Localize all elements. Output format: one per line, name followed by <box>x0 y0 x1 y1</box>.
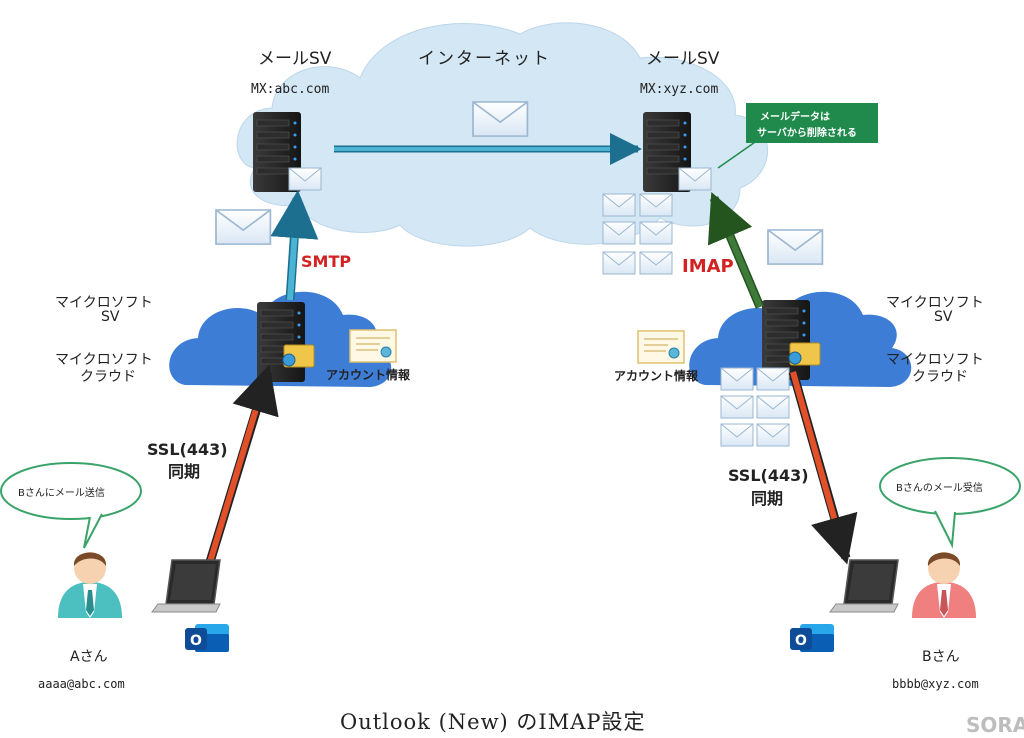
account-certificate-icon <box>349 329 397 363</box>
laptop-a-icon <box>151 559 221 613</box>
right-account-label: アカウント情報 <box>614 369 699 383</box>
left-sync-protocol: SSL(443) <box>147 440 228 459</box>
smtp-label: SMTP <box>301 252 352 271</box>
envelope-icon <box>767 229 824 265</box>
left-ms-cloud-line2: クラウド <box>80 369 136 385</box>
envelope-icon <box>215 209 272 245</box>
smtp-arrow <box>270 190 319 301</box>
note-line2: サーバから削除される <box>757 128 857 139</box>
folder-globe-icon <box>282 344 315 368</box>
left-mail-server-label: メールSV <box>258 49 332 69</box>
bubble-a-text: Bさんにメール送信 <box>18 488 105 499</box>
laptop-b-icon <box>829 559 899 613</box>
folder-globe-icon <box>788 342 821 366</box>
right-mail-server-mx: MX:xyz.com <box>640 82 719 97</box>
envelope-icon <box>472 101 529 137</box>
left-ms-sv-line2: SV <box>101 309 120 325</box>
user-a-email: aaaa@abc.com <box>38 677 125 691</box>
note-connector <box>717 139 759 169</box>
right-mail-server-label: メールSV <box>646 49 720 69</box>
speech-bubble-a <box>0 462 142 549</box>
right-sync-label: 同期 <box>751 489 784 508</box>
left-ms-server-icon <box>256 301 306 383</box>
left-ms-sv-line1: マイクロソフト <box>55 295 153 311</box>
bubble-b-text: Bさんのメール受信 <box>896 483 983 494</box>
outlook-icon <box>790 624 834 652</box>
left-account-label: アカウント情報 <box>326 368 411 382</box>
imap-label: IMAP <box>682 256 734 277</box>
right-ms-sv-line2: SV <box>934 309 953 325</box>
envelope-icon <box>288 167 322 191</box>
user-a-name: Aさん <box>70 649 108 665</box>
ssl-sync-arrow-right <box>788 370 858 565</box>
internet-label: インターネット <box>418 49 551 69</box>
right-ms-cloud-line1: マイクロソフト <box>886 352 984 368</box>
outlook-icon <box>185 624 229 652</box>
right-ms-sv-line1: マイクロソフト <box>886 295 984 311</box>
user-b-name: Bさん <box>922 649 960 665</box>
right-sync-protocol: SSL(443) <box>728 466 809 485</box>
note-line1: メールデータは <box>760 112 830 123</box>
watermark: SORA <box>966 713 1024 737</box>
ssl-sync-arrow-left <box>205 364 279 564</box>
user-b-email: bbbb@xyz.com <box>892 677 979 691</box>
note-box <box>746 103 878 143</box>
person-a-icon <box>58 552 122 618</box>
speech-bubble-b <box>879 457 1021 549</box>
account-certificate-icon <box>637 330 685 364</box>
left-mail-server-mx: MX:abc.com <box>251 82 330 97</box>
imap-arrow <box>707 191 765 309</box>
diagram-title: Outlook (New) のIMAP設定 <box>340 710 646 734</box>
right-ms-cloud-line2: クラウド <box>912 369 968 385</box>
envelope-icon <box>678 167 712 191</box>
person-b-icon <box>912 552 976 618</box>
left-sync-label: 同期 <box>168 462 201 481</box>
left-ms-cloud-line1: マイクロソフト <box>55 352 153 368</box>
